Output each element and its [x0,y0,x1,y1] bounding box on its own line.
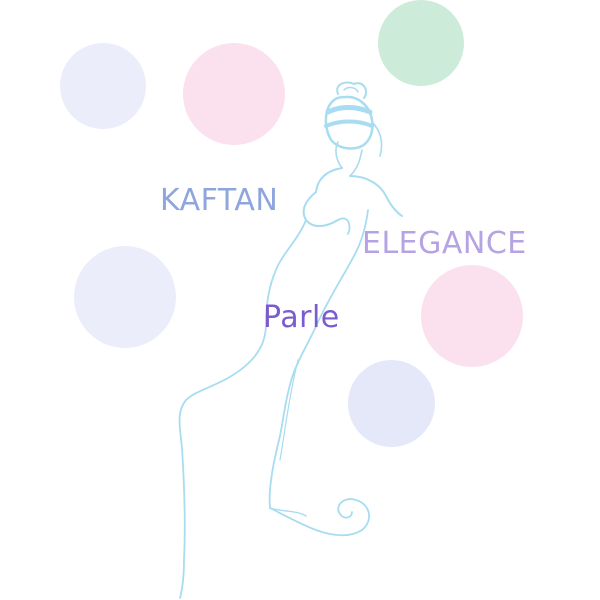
decorative-dot-pink [183,43,285,145]
brand-word-elegance: ELEGANCE [362,226,527,261]
decorative-dot-pink [421,265,523,367]
decorative-dot-mint [378,0,464,86]
brand-word-parle: Parle [263,300,340,335]
decorative-dot-lavender [74,246,176,348]
decorative-dot-lavender [60,43,146,129]
brand-word-kaftan: KAFTAN [160,183,279,218]
decorative-dot-periwinkle [348,360,435,447]
